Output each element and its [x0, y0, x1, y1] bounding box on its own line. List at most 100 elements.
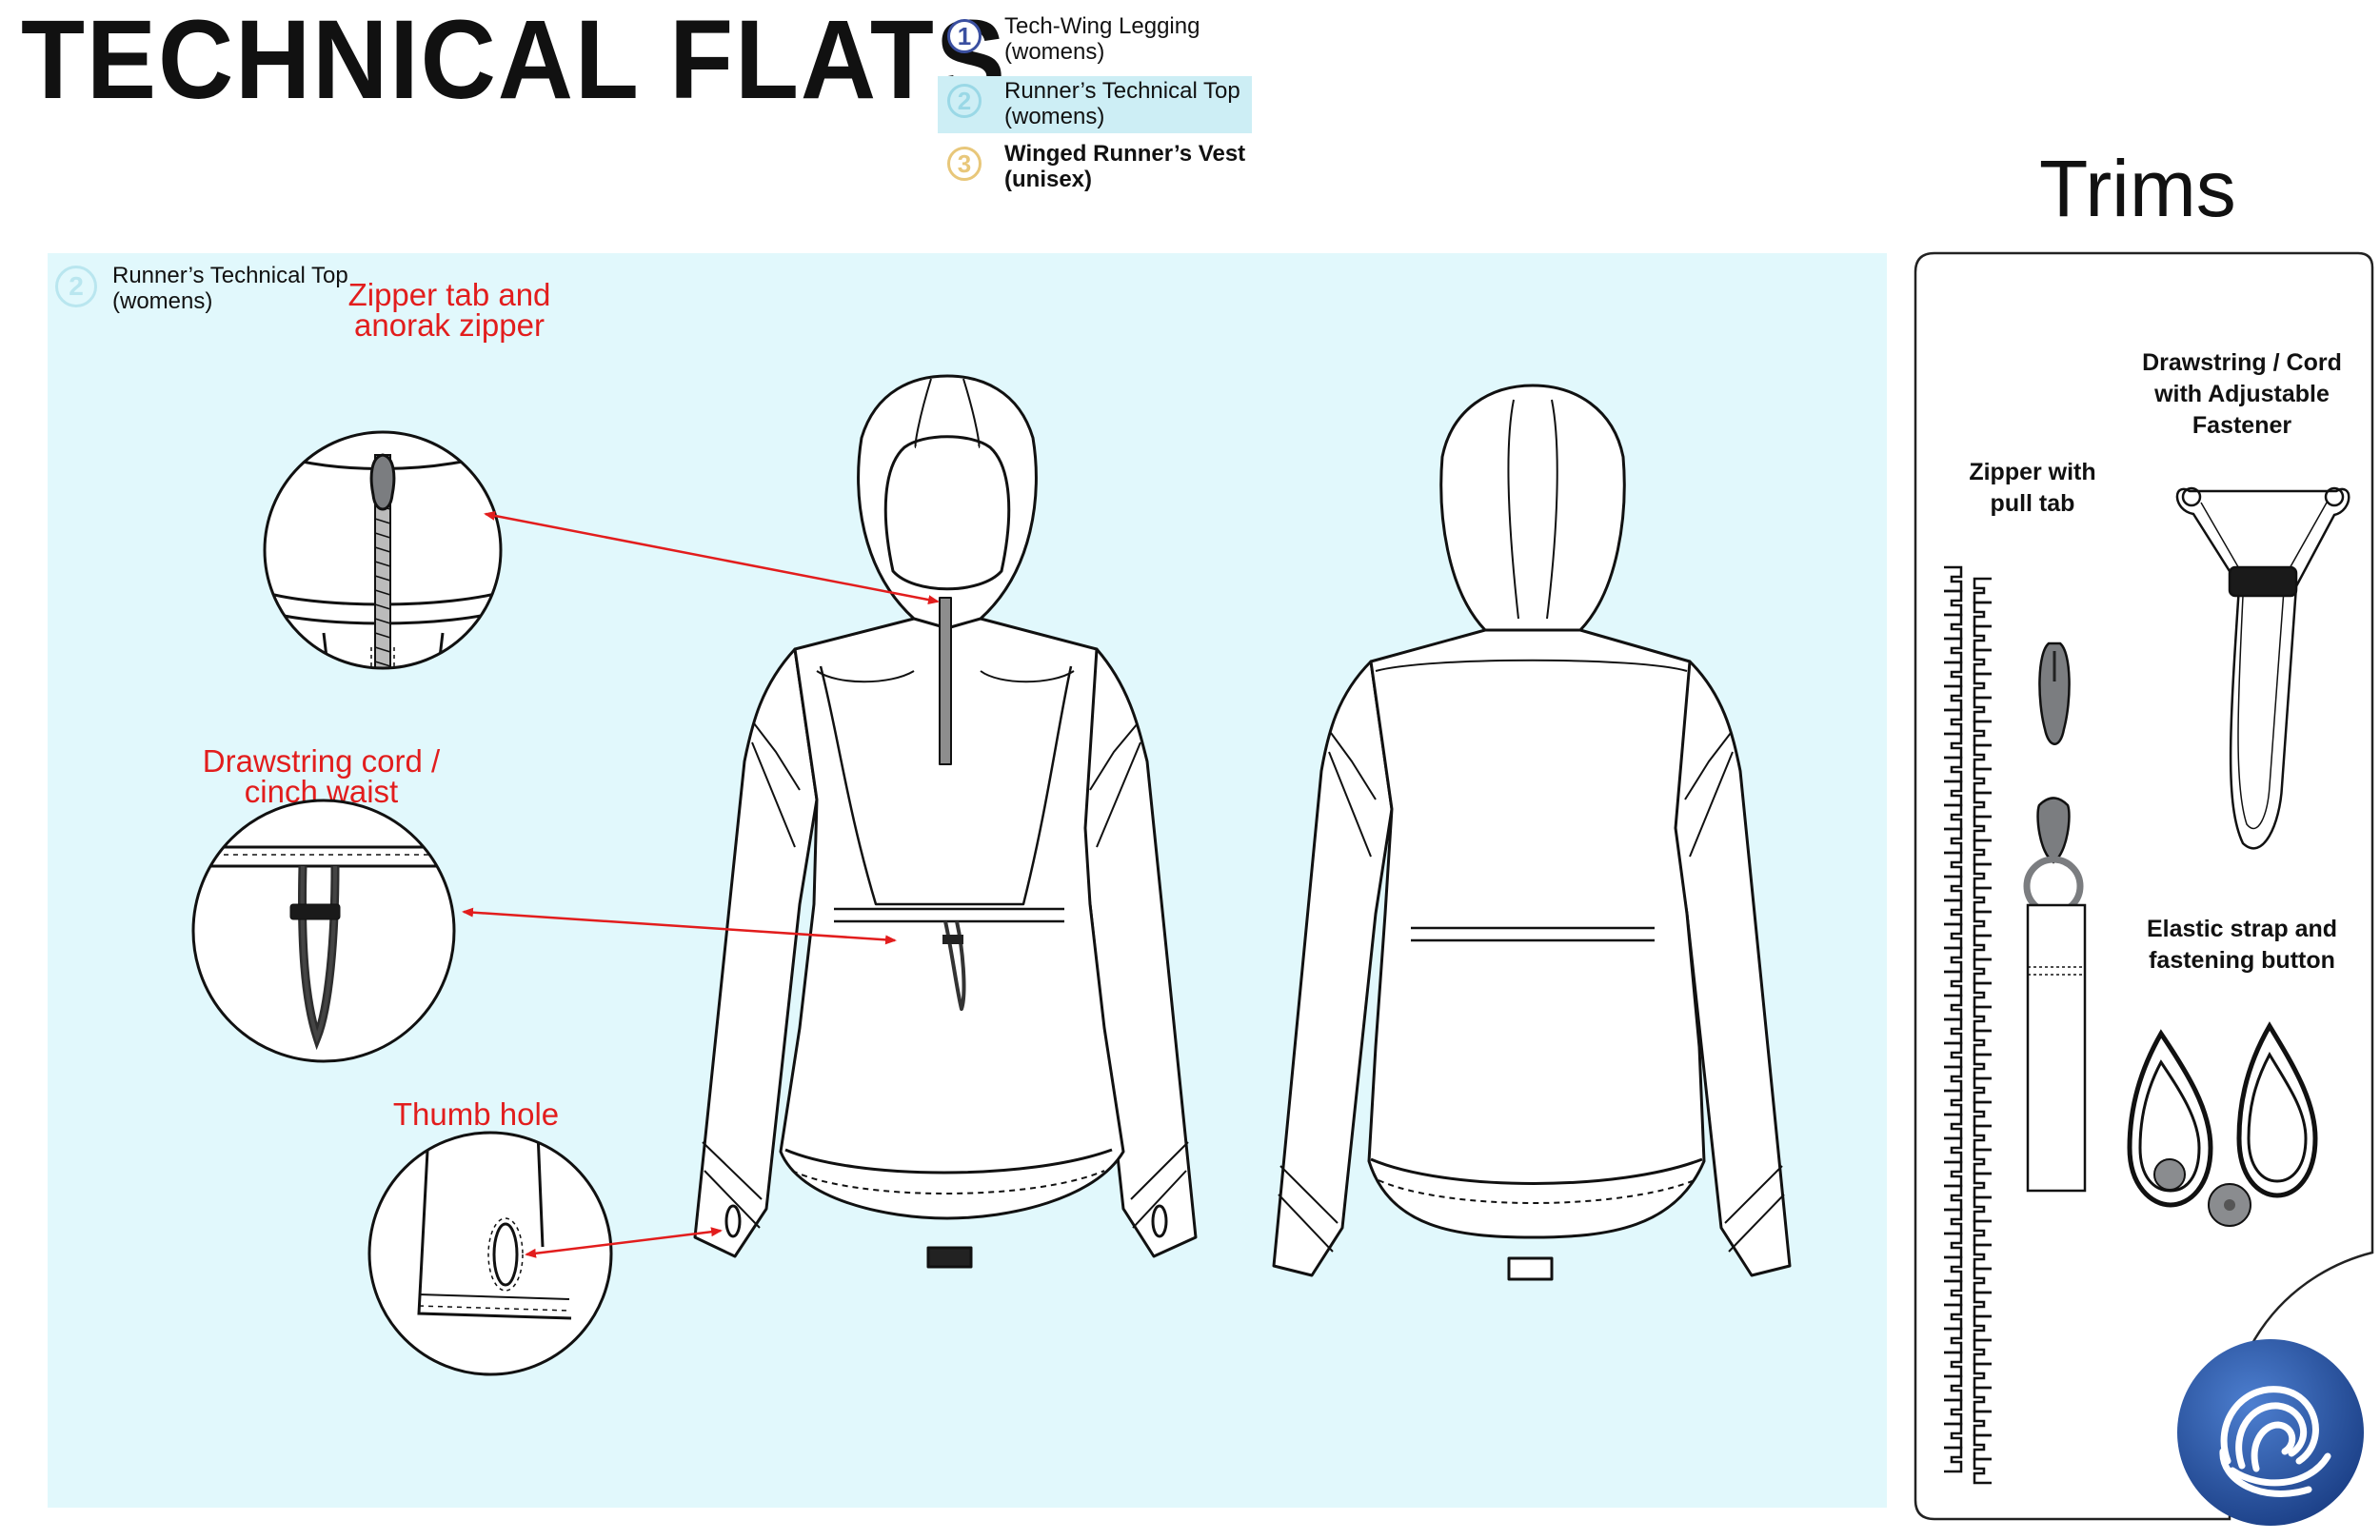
front-garment-flat [693, 374, 1198, 1269]
zipper-tooth-left [1944, 803, 1963, 831]
zipper-tooth-left [1944, 1255, 1963, 1283]
zipper-tooth-right [1973, 601, 1992, 628]
front-thumb-hole-right [1151, 1204, 1168, 1238]
zipper-tooth-left [1944, 756, 1963, 783]
zipper-tooth-right [1973, 1457, 1992, 1485]
zipper-tooth-right [1973, 839, 1992, 866]
zipper-tooth-left [1944, 1208, 1963, 1235]
zipper-tooth-left [1944, 970, 1963, 997]
trim-label-line: Fastener [2192, 412, 2292, 439]
zipper-tooth-left [1944, 994, 1963, 1021]
zipper-tooth-right [1973, 815, 1992, 842]
zipper-tooth-right [1973, 767, 1992, 795]
legend-number-badge: 2 [947, 84, 982, 118]
legend-item-winged-runners-vest[interactable]: 3 Winged Runner’s Vest (unisex) [938, 139, 1252, 196]
zipper-tooth-left [1944, 589, 1963, 617]
drawstring-cord-trim-icon [2175, 486, 2350, 850]
legend-number-badge: 1 [947, 19, 982, 53]
zipper-tooth-left [1944, 1136, 1963, 1164]
legend-item-text: Runner’s Technical Top (womens) [1004, 78, 1240, 129]
zipper-tooth-left [1944, 565, 1963, 593]
zipper-tooth-right [1973, 743, 1992, 771]
zipper-tooth-left [1944, 1089, 1963, 1116]
legend-item-text: Tech-Wing Legging (womens) [1004, 13, 1200, 65]
panel-number-badge: 2 [55, 266, 97, 307]
zipper-tooth-right [1973, 862, 1992, 890]
back-left-sleeve [1272, 660, 1394, 1277]
back-garment-flat [1272, 384, 1792, 1281]
zipper-tooth-left [1944, 684, 1963, 712]
zipper-tooth-left [1944, 1351, 1963, 1378]
elastic-strap-trim-icon [2127, 1021, 2318, 1208]
zipper-tooth-right [1973, 696, 1992, 723]
zipper-tooth-left [1944, 1232, 1963, 1259]
arrow-zipper [484, 510, 940, 605]
zipper-tooth-right [1973, 624, 1992, 652]
zipper-tooth-right [1973, 1433, 1992, 1461]
detail-drawstring-circle [191, 799, 456, 1063]
trim-label-line: fastening button [2149, 947, 2335, 974]
legend-item-runners-technical-top[interactable]: 2 Runner’s Technical Top (womens) [938, 76, 1252, 133]
front-right-sleeve [1072, 647, 1198, 1258]
callout-thumb-title: Thumb hole [381, 1098, 571, 1130]
zipper-tooth-right [1973, 1076, 1992, 1104]
pull-tab-strap [2026, 903, 2087, 1193]
back-right-sleeve [1669, 660, 1792, 1277]
legend-item-name: Tech-Wing Legging [1004, 13, 1200, 39]
legend-item-name: Winged Runner’s Vest [1004, 141, 1246, 167]
zipper-tooth-right [1973, 1410, 1992, 1437]
callout-line: Zipper tab and [347, 277, 551, 312]
front-drawstring [943, 920, 966, 1011]
zipper-tooth-right [1973, 1124, 1992, 1152]
panel-tag-name: Runner’s Technical Top [112, 263, 348, 288]
zipper-tooth-right [1973, 720, 1992, 747]
zipper-tooth-right [1973, 1362, 1992, 1390]
zipper-tooth-left [1944, 1113, 1963, 1140]
trim-label-drawstring: Drawstring / Cord with Adjustable Fasten… [2123, 347, 2361, 442]
zipper-tooth-right [1973, 934, 1992, 961]
zipper-tooth-left [1944, 780, 1963, 807]
cord-adjustable-fastener [2228, 565, 2298, 598]
zipper-pull-tab [369, 453, 396, 511]
back-body [1367, 622, 1706, 1239]
trims-panel [1914, 251, 2374, 1521]
zipper-tooth-right [1973, 1291, 1992, 1318]
zipper-tooth-left [1944, 1160, 1963, 1188]
zipper-tooth-left [1944, 875, 1963, 902]
callout-line: anorak zipper [354, 307, 545, 343]
zipper-tooth-left [1944, 1279, 1963, 1307]
trim-label-line: Elastic strap and [2146, 916, 2338, 942]
legend-item-tech-wing-legging[interactable]: 1 Tech-Wing Legging (womens) [938, 11, 1252, 69]
zipper-tooth-right [1973, 1219, 1992, 1247]
zipper-tooth-right [1973, 672, 1992, 700]
zipper-tooth-left [1944, 851, 1963, 879]
zipper-tooth-left [1944, 1422, 1963, 1450]
front-face-opening [883, 435, 1011, 591]
arrow-thumb [525, 1227, 723, 1258]
callout-line: Drawstring cord / [202, 743, 441, 779]
wool-ball-logo-icon [2177, 1339, 2364, 1526]
zipper-tooth-left [1944, 1374, 1963, 1402]
zipper-tooth-right [1973, 1386, 1992, 1413]
zipper-tooth-left [1944, 1065, 1963, 1093]
zipper-tooth-right [1973, 577, 1992, 604]
zipper-tooth-left [1944, 661, 1963, 688]
zipper-tooth-right [1973, 1314, 1992, 1342]
zipper-tooth-right [1973, 958, 1992, 985]
trim-label-elastic: Elastic strap and fastening button [2118, 914, 2366, 977]
detail-thumb-hole-circle [367, 1131, 613, 1376]
zipper-tooth-left [1944, 1446, 1963, 1473]
legend-item-subtitle: (womens) [1004, 104, 1105, 129]
callout-zipper-title: Zipper tab and anorak zipper [335, 277, 564, 343]
front-hem-tab [926, 1246, 973, 1269]
zipper-tooth-right [1973, 1172, 1992, 1199]
zipper-tooth-right [1973, 1338, 1992, 1366]
zipper-tooth-right [1973, 1148, 1992, 1175]
zipper-tooth-left [1944, 613, 1963, 641]
legend-item-text: Winged Runner’s Vest (unisex) [1004, 141, 1245, 192]
trim-label-line: Drawstring / Cord [2142, 349, 2342, 376]
legend-number-badge: 3 [947, 147, 982, 181]
zipper-tooth-left [1944, 946, 1963, 974]
legend-item-subtitle: (womens) [1004, 39, 1105, 65]
